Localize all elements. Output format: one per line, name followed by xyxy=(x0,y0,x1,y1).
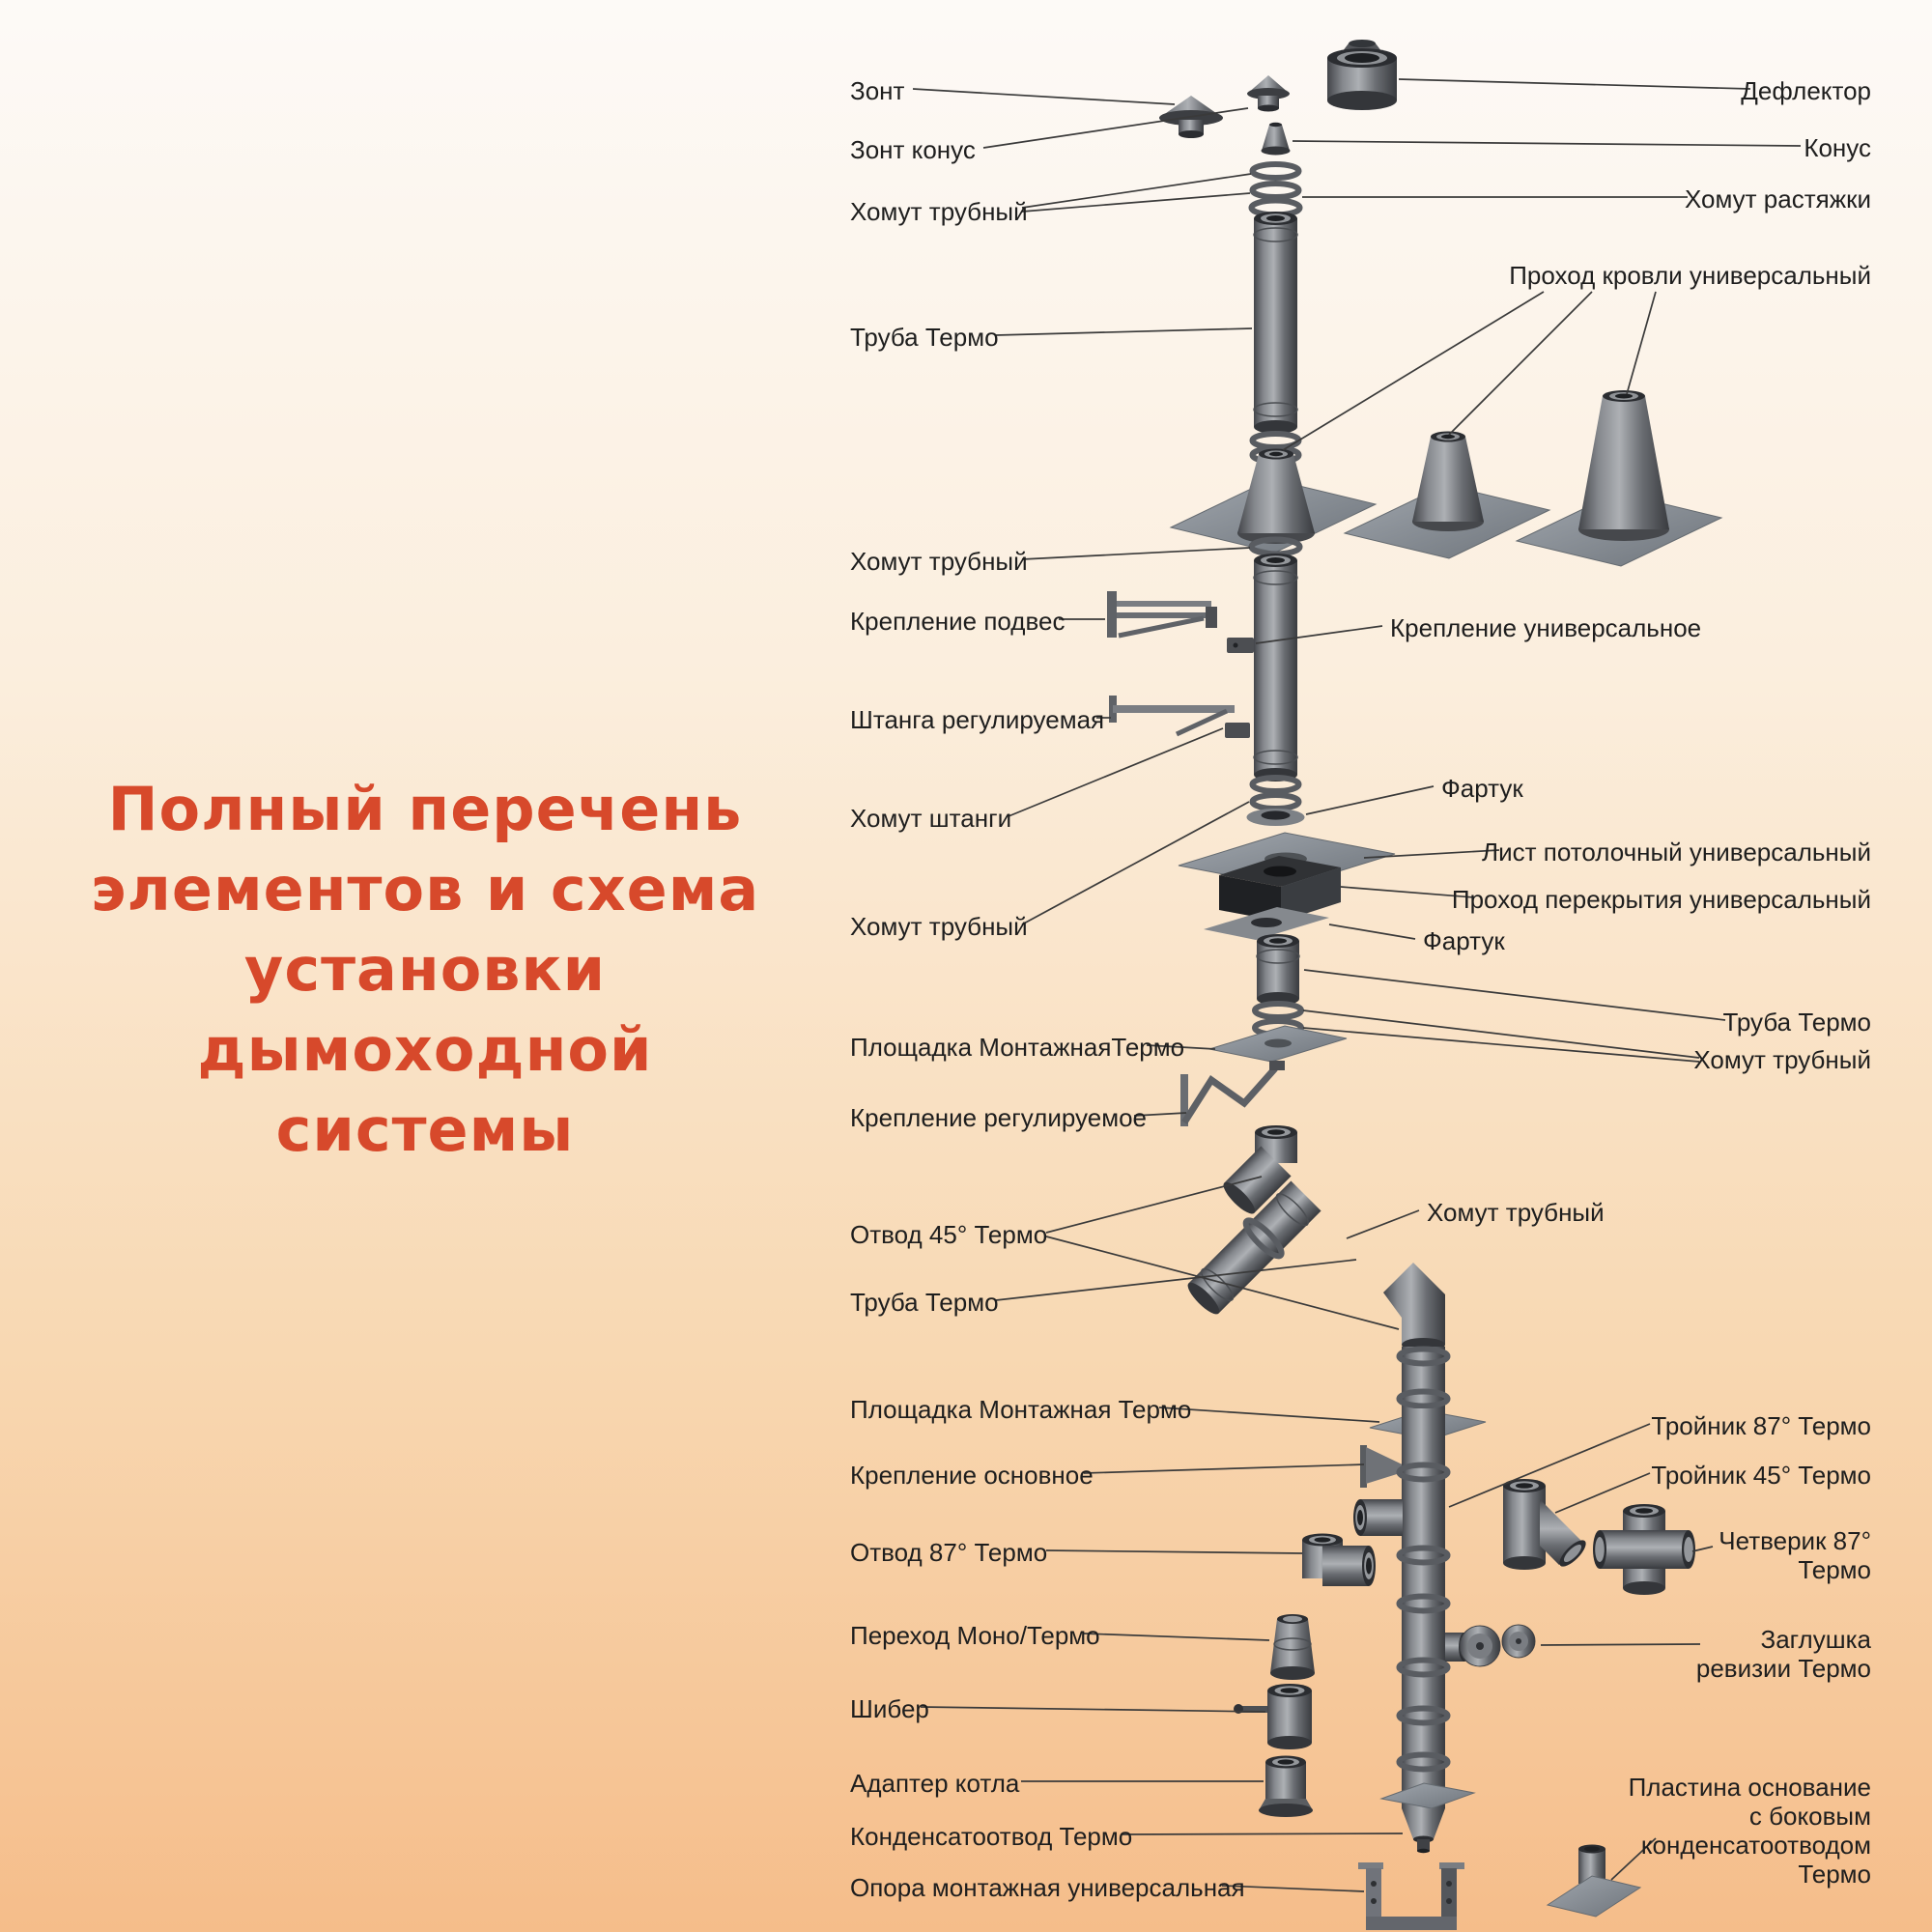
label-konus: Конус xyxy=(1804,133,1871,162)
part-prokhod-krovli-3 xyxy=(1515,390,1723,567)
part-kreplenie-reguliruemoe xyxy=(1180,1061,1285,1126)
label-shtanga-reguliruemaya: Штанга регулируемая xyxy=(850,705,1105,734)
part-kondensatootvod xyxy=(1402,1808,1445,1854)
label-troynik-45: Тройник 45° Термо xyxy=(1651,1461,1871,1490)
part-homut-shtangi xyxy=(1225,723,1250,738)
label-homut-trubny-r2: Хомут трубный xyxy=(1427,1198,1605,1227)
part-prokhod-krovli-1 xyxy=(1169,448,1378,554)
part-chetverik-87 xyxy=(1593,1504,1695,1595)
label-homut-shtangi: Хомут штанги xyxy=(850,804,1012,833)
part-homut-trubny-nad-fartukom xyxy=(1249,775,1302,811)
part-truba-termo-diagonal xyxy=(1187,1180,1321,1315)
label-otvod-45: Отвод 45° Термо xyxy=(850,1220,1048,1249)
part-truba-termo-2 xyxy=(1253,554,1298,781)
label-homut-trubny-r1: Хомут трубный xyxy=(1693,1045,1871,1074)
label-kreplenie-reguliruemoe: Крепление регулируемое xyxy=(850,1103,1147,1132)
label-kreplenie-osnovnoe: Крепление основное xyxy=(850,1461,1094,1490)
part-fartuk-2 xyxy=(1204,907,1329,940)
part-kreplenie-podves xyxy=(1107,591,1217,639)
label-perekhod-mono-termo: Переход Моно/Термо xyxy=(850,1621,1100,1650)
part-opora-montazhnaya xyxy=(1358,1862,1464,1930)
part-kreplenie-osnovnoe xyxy=(1360,1445,1412,1488)
label-fartuk-2: Фартук xyxy=(1423,926,1505,955)
label-homut-rastyazhki: Хомут растяжки xyxy=(1684,185,1871,213)
part-ploshchadka-montazhnaya-1 xyxy=(1208,1025,1348,1063)
part-plastina-osnovanie xyxy=(1546,1844,1642,1918)
part-otvod-45-verkhny xyxy=(1223,1125,1297,1214)
part-shtanga-reguliruemaya xyxy=(1109,696,1235,737)
part-konus xyxy=(1261,122,1291,156)
label-kondensatootvod: Конденсатоотвод Термо xyxy=(850,1822,1133,1851)
label-fartuk-1: Фартук xyxy=(1441,774,1523,803)
leader-lines xyxy=(912,78,1802,1892)
part-perekhod-mono-termo xyxy=(1270,1614,1315,1680)
label-ploshchadka-2: Площадка Монтажная Термо xyxy=(850,1395,1192,1424)
part-prokhod-perekrytiya xyxy=(1219,856,1341,922)
part-fartuk-1 xyxy=(1246,809,1305,826)
part-homut-rastyazhki xyxy=(1248,161,1303,218)
label-deflektor: Дефлектор xyxy=(1741,76,1871,105)
label-list-potolochny: Лист потолочный универсальный xyxy=(1482,838,1871,867)
label-ploshchadka-1: Площадка МонтажнаяТермо xyxy=(850,1033,1185,1062)
part-otvod-45-nizhny xyxy=(1383,1263,1445,1351)
title-line-4: дымоходной xyxy=(197,1014,653,1085)
page-title: Полный перечень элементов и схема устано… xyxy=(19,769,831,1170)
part-prokhod-krovli-2 xyxy=(1343,431,1551,559)
label-kreplenie-podves: Крепление подвес xyxy=(850,607,1065,636)
label-truba-termo-2: Труба Термо xyxy=(850,1288,999,1317)
title-line-3: установки xyxy=(243,934,607,1005)
label-homut-trubny-2: Хомут трубный xyxy=(850,547,1028,576)
label-zont-konus: Зонт конус xyxy=(850,135,976,164)
label-adapter-kotla: Адаптер котла xyxy=(850,1769,1020,1798)
part-truba-pered-ploshchadkoy xyxy=(1396,1346,1451,1410)
label-homut-trubny-1: Хомут трубный xyxy=(850,197,1028,226)
label-chetverik-87: Четверик 87° Термо xyxy=(1719,1526,1871,1584)
part-truba-termo-1 xyxy=(1249,212,1302,465)
part-plastina-na-kolonne xyxy=(1379,1782,1476,1809)
part-deflektor xyxy=(1327,40,1397,110)
part-troynik-45 xyxy=(1503,1479,1586,1570)
label-truba-termo-r: Труба Термо xyxy=(1722,1008,1871,1037)
title-line-1: Полный перечень xyxy=(107,774,743,844)
label-zont: Зонт xyxy=(850,76,905,105)
label-prokhod-krovli: Проход кровли универсальный xyxy=(1509,261,1871,290)
label-opora-montazhnaya: Опора монтажная универсальная xyxy=(850,1873,1245,1902)
label-homut-trubny-3: Хомут трубный xyxy=(850,912,1028,941)
title-line-5: системы xyxy=(275,1094,575,1165)
part-truba-termo-short xyxy=(1252,934,1304,1037)
part-shiber xyxy=(1234,1684,1312,1749)
label-prokhod-perekrytiya: Проход перекрытия универсальный xyxy=(1451,885,1871,914)
label-truba-termo-1: Труба Термо xyxy=(850,323,999,352)
part-troynik-87-kolonna xyxy=(1353,1408,1470,1808)
label-troynik-87: Тройник 87° Термо xyxy=(1651,1411,1871,1440)
label-plastina-osnovanie: Пластина основание с боковым конденсатоо… xyxy=(1628,1773,1871,1889)
part-adapter-kotla xyxy=(1259,1755,1313,1817)
part-homut-trubny-na-diagonali xyxy=(1242,1217,1285,1260)
label-otvod-87: Отвод 87° Термо xyxy=(850,1538,1048,1567)
part-kreplenie-universalnoe xyxy=(1227,638,1254,653)
label-kreplenie-universalnoe: Крепление универсальное xyxy=(1390,613,1702,642)
part-zaglushka-revizii xyxy=(1459,1624,1536,1667)
title-line-2: элементов и схема xyxy=(90,854,760,924)
part-zont-konus xyxy=(1247,75,1290,112)
label-zaglushka-revizii: Заглушка ревизии Термо xyxy=(1695,1625,1871,1683)
label-shiber: Шибер xyxy=(850,1694,929,1723)
part-otvod-87 xyxy=(1302,1533,1376,1586)
